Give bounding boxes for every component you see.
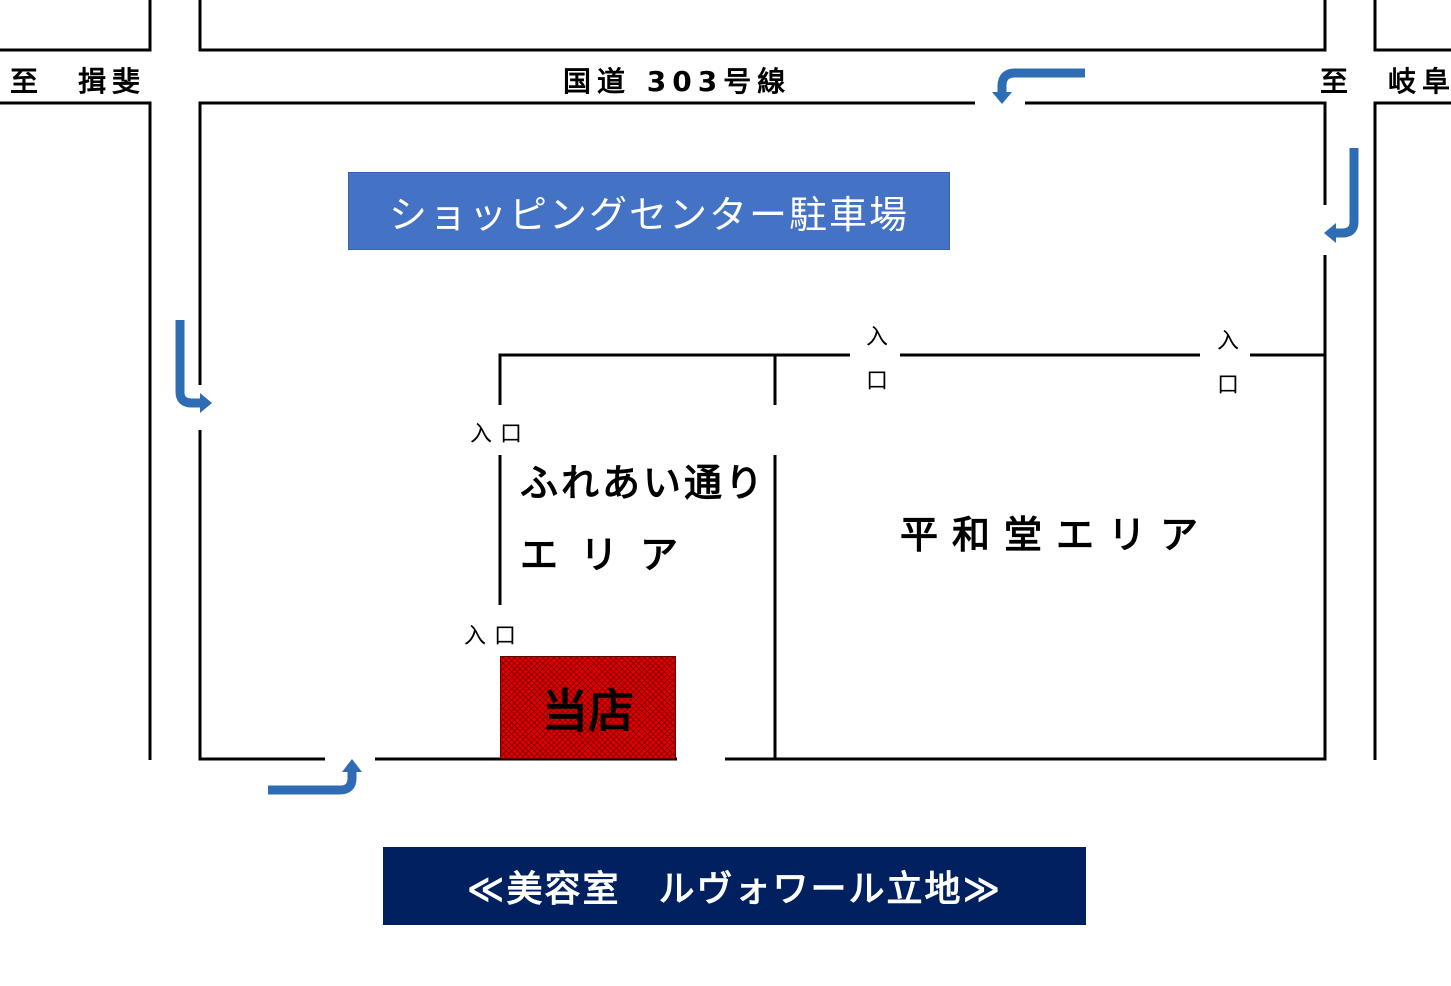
store-marker: 当店	[500, 656, 676, 759]
arrow-right-icon	[1336, 148, 1359, 238]
entrance-store: 入口	[464, 624, 525, 649]
title-banner: ≪美容室 ルヴォワール立地≫	[383, 847, 1086, 925]
road-edge	[1373, 101, 1451, 760]
direction-gifu: 至 岐阜	[1320, 65, 1451, 98]
parking-label: ショッピングセンター駐車場	[348, 172, 950, 250]
road-edge	[0, 101, 152, 760]
arrow-left-head-icon	[200, 393, 212, 413]
arrow-left-icon	[175, 320, 200, 408]
fureai-area-line1: ふれあい通り	[520, 461, 767, 505]
site-edge	[725, 255, 1327, 761]
heiwado-area: 平和堂エリア	[900, 513, 1213, 557]
road-name-303: 国道 303号線	[563, 65, 792, 98]
arrow-bottom-icon	[268, 772, 357, 795]
building-edge	[498, 353, 850, 405]
fureai-area-line2: エリア	[520, 533, 701, 577]
entrance-top-1: 入口	[866, 325, 889, 394]
arrow-top-icon	[997, 68, 1085, 92]
road-edge	[198, 0, 1327, 52]
store-label: 当店	[542, 683, 634, 738]
entrance-fureai: 入口	[470, 422, 531, 447]
site-edge	[198, 101, 975, 385]
road-edge	[0, 0, 152, 52]
site-edge	[198, 430, 325, 761]
site-edge	[1025, 101, 1327, 205]
road-outlines	[0, 0, 1451, 761]
road-edge	[1373, 0, 1451, 52]
entrance-top-2: 入口	[1217, 329, 1240, 398]
arrow-bottom-head-icon	[342, 759, 362, 772]
direction-ibi: 至 揖斐	[10, 65, 147, 98]
arrow-top-head-icon	[992, 92, 1012, 104]
arrow-right-head-icon	[1324, 223, 1336, 243]
